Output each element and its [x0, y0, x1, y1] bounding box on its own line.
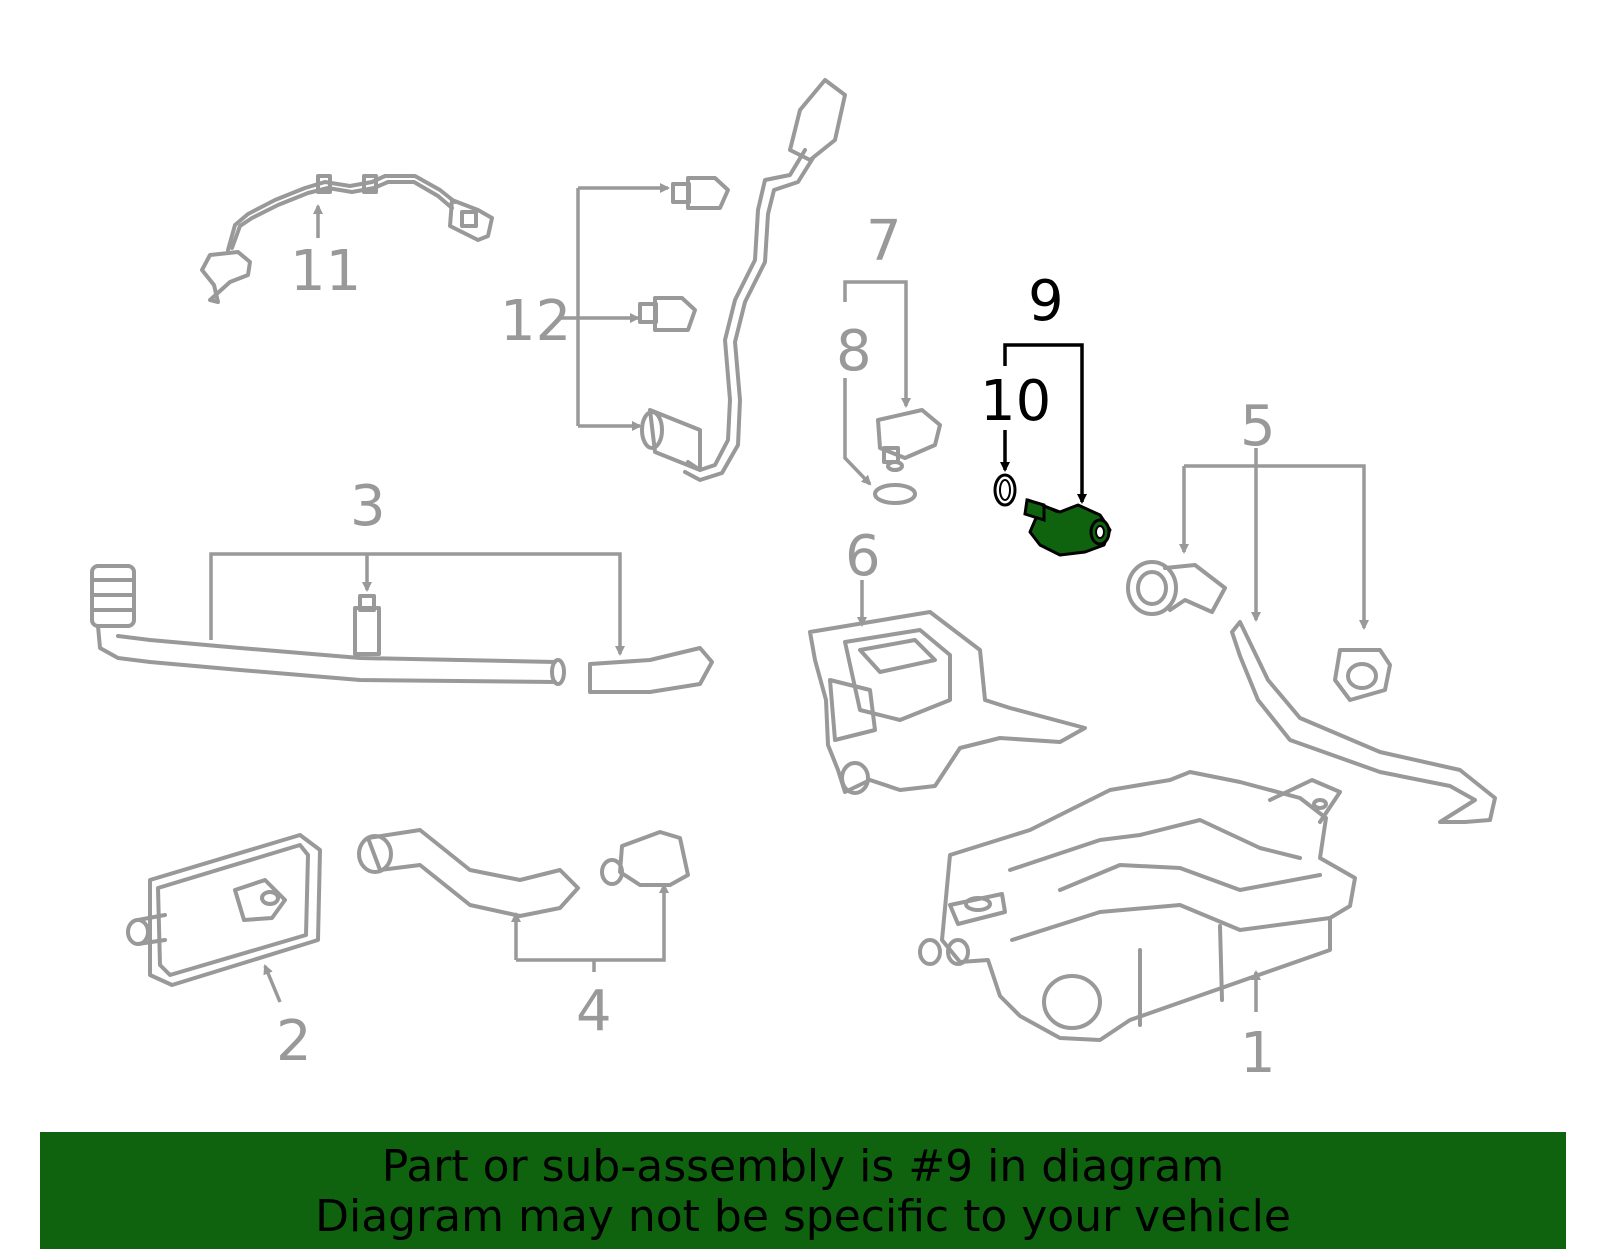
part-9-valve-highlighted: [1023, 498, 1112, 557]
leader-9: [1003, 343, 1087, 504]
callout-6: 6: [845, 524, 881, 589]
callout-2: 2: [276, 1009, 312, 1074]
part-8-o-ring: [873, 483, 917, 505]
leader-5c: [1184, 464, 1369, 630]
leader-3: [209, 552, 625, 656]
banner-line-1: Part or sub-assembly is #9 in diagram: [381, 1141, 1225, 1192]
part-4-hose-connector: [357, 828, 690, 918]
callout-7: 7: [866, 209, 902, 274]
callout-5: 5: [1240, 394, 1276, 459]
banner-line-2: Diagram may not be specific to your vehi…: [315, 1191, 1291, 1242]
part-12-harness: [638, 78, 847, 482]
part-5-hose-connectors: [1126, 560, 1497, 824]
callout-10: 10: [980, 369, 1051, 434]
callout-11: 11: [290, 239, 361, 304]
part-11-oxygen-sensor: [200, 174, 494, 304]
callout-8: 8: [836, 319, 872, 384]
part-3-hose-assembly: [90, 564, 714, 694]
part-1-canister: [918, 770, 1357, 1042]
part-10-o-ring: [993, 473, 1017, 507]
info-banner: Part or sub-assembly is #9 in diagram Di…: [40, 1132, 1566, 1249]
part-7-pressure-sensor: [876, 408, 942, 472]
callout-1: 1: [1240, 1021, 1276, 1086]
leader-2: [263, 964, 282, 1003]
leader-4b: [516, 883, 669, 962]
leader-7: [843, 280, 911, 408]
callout-9: 9: [1028, 269, 1064, 334]
callout-4: 4: [576, 979, 612, 1044]
callout-12: 12: [500, 289, 571, 354]
part-2-filter: [126, 833, 322, 987]
leader-8: [843, 378, 872, 486]
part-6-module: [808, 610, 1087, 795]
callout-3: 3: [350, 474, 386, 539]
